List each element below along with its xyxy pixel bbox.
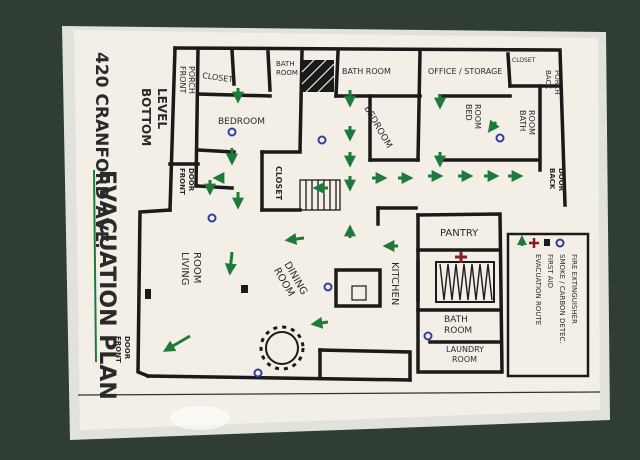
bedroom-left-label: BEDROOM bbox=[218, 117, 265, 127]
legend-first-aid: FIRST AID bbox=[546, 254, 554, 288]
bath-room-top-label: BATH ROOM bbox=[342, 67, 391, 76]
stove bbox=[435, 261, 495, 303]
address-label: 420 CRANFORD AVE. bbox=[91, 52, 111, 249]
kitchen-label: KITCHEN bbox=[389, 262, 400, 305]
closet-top-label: CLOSET bbox=[202, 71, 234, 84]
office-storage-label: OFFICE / STORAGE bbox=[428, 67, 502, 76]
bath-room-small-label: BATH ROOM bbox=[276, 60, 298, 77]
svg-text:BATH: BATH bbox=[276, 60, 295, 68]
svg-text:BACK: BACK bbox=[544, 70, 552, 89]
paper bbox=[74, 30, 600, 430]
paper-baseline bbox=[77, 391, 601, 396]
title-underline bbox=[93, 169, 97, 363]
svg-text:PORCH: PORCH bbox=[553, 70, 561, 94]
svg-text:DOOR: DOOR bbox=[557, 168, 565, 192]
svg-text:ROOM: ROOM bbox=[473, 104, 482, 129]
svg-text:DOOR: DOOR bbox=[187, 168, 195, 192]
svg-text:FRONT: FRONT bbox=[178, 168, 186, 195]
svg-text:BATH: BATH bbox=[444, 315, 468, 325]
front-door-bottom-label: FRONT DOOR bbox=[114, 336, 131, 363]
legend-smoke-detector: SMOKE / CARBON DETEC. bbox=[558, 254, 566, 344]
bed-room-right-label: BED ROOM bbox=[464, 104, 482, 129]
floor-plan-walls bbox=[136, 46, 567, 382]
svg-text:ROOM: ROOM bbox=[452, 355, 477, 364]
svg-text:LAUNDRY: LAUNDRY bbox=[446, 345, 484, 354]
title-label: EVACUATION PLAN bbox=[94, 170, 119, 400]
back-door-label: BACK DOOR bbox=[548, 168, 565, 192]
svg-text:LIVING: LIVING bbox=[179, 252, 190, 286]
sink bbox=[351, 285, 367, 301]
svg-text:BOTTOM: BOTTOM bbox=[139, 88, 153, 146]
dining-table bbox=[259, 325, 305, 371]
front-porch-top-label: FRONT PORCH bbox=[178, 66, 196, 94]
svg-text:DOOR: DOOR bbox=[123, 336, 131, 360]
svg-text:FRONT: FRONT bbox=[114, 336, 122, 363]
svg-text:ROOM: ROOM bbox=[527, 110, 536, 135]
svg-text:PORCH: PORCH bbox=[187, 66, 196, 94]
shower-hatch bbox=[301, 59, 335, 93]
closet-mid-label: CLOSET bbox=[274, 166, 283, 201]
closet-right-label: CLOSET bbox=[512, 57, 536, 64]
svg-text:LEVEL: LEVEL bbox=[155, 88, 169, 129]
svg-text:ROOM: ROOM bbox=[444, 326, 472, 336]
living-room-label: LIVING ROOM bbox=[179, 252, 202, 286]
evacuation-route bbox=[162, 88, 524, 352]
legend: FIRE EXTINGUISHER SMOKE / CARBON DETEC. … bbox=[506, 232, 590, 378]
front-door-top-label: FRONT DOOR bbox=[178, 168, 195, 195]
back-porch-label: BACK PORCH bbox=[544, 70, 561, 94]
svg-text:FRONT: FRONT bbox=[178, 66, 187, 93]
laundry-room-label: LAUNDRY ROOM bbox=[446, 345, 484, 364]
level-label: BOTTOM LEVEL bbox=[139, 88, 169, 146]
bath-room-bottom-label: BATH ROOM bbox=[444, 315, 472, 336]
svg-text:ROOM: ROOM bbox=[191, 252, 202, 283]
svg-text:BATH: BATH bbox=[518, 110, 527, 131]
pantry-label: PANTRY bbox=[440, 228, 479, 239]
bath-room-right-label: BATH ROOM bbox=[518, 110, 536, 135]
fire-extinguishers bbox=[207, 127, 505, 378]
first-aid-marker bbox=[455, 251, 467, 263]
legend-evacuation-route: EVACUATION ROUTE bbox=[534, 254, 542, 325]
legend-fire-extinguisher: FIRE EXTINGUISHER bbox=[570, 254, 578, 324]
smoke-detectors bbox=[145, 285, 248, 299]
legend-symbols bbox=[517, 235, 565, 248]
svg-text:BED: BED bbox=[464, 104, 473, 121]
svg-text:ROOM: ROOM bbox=[276, 69, 298, 77]
svg-text:BACK: BACK bbox=[548, 168, 556, 190]
glare bbox=[170, 406, 230, 430]
